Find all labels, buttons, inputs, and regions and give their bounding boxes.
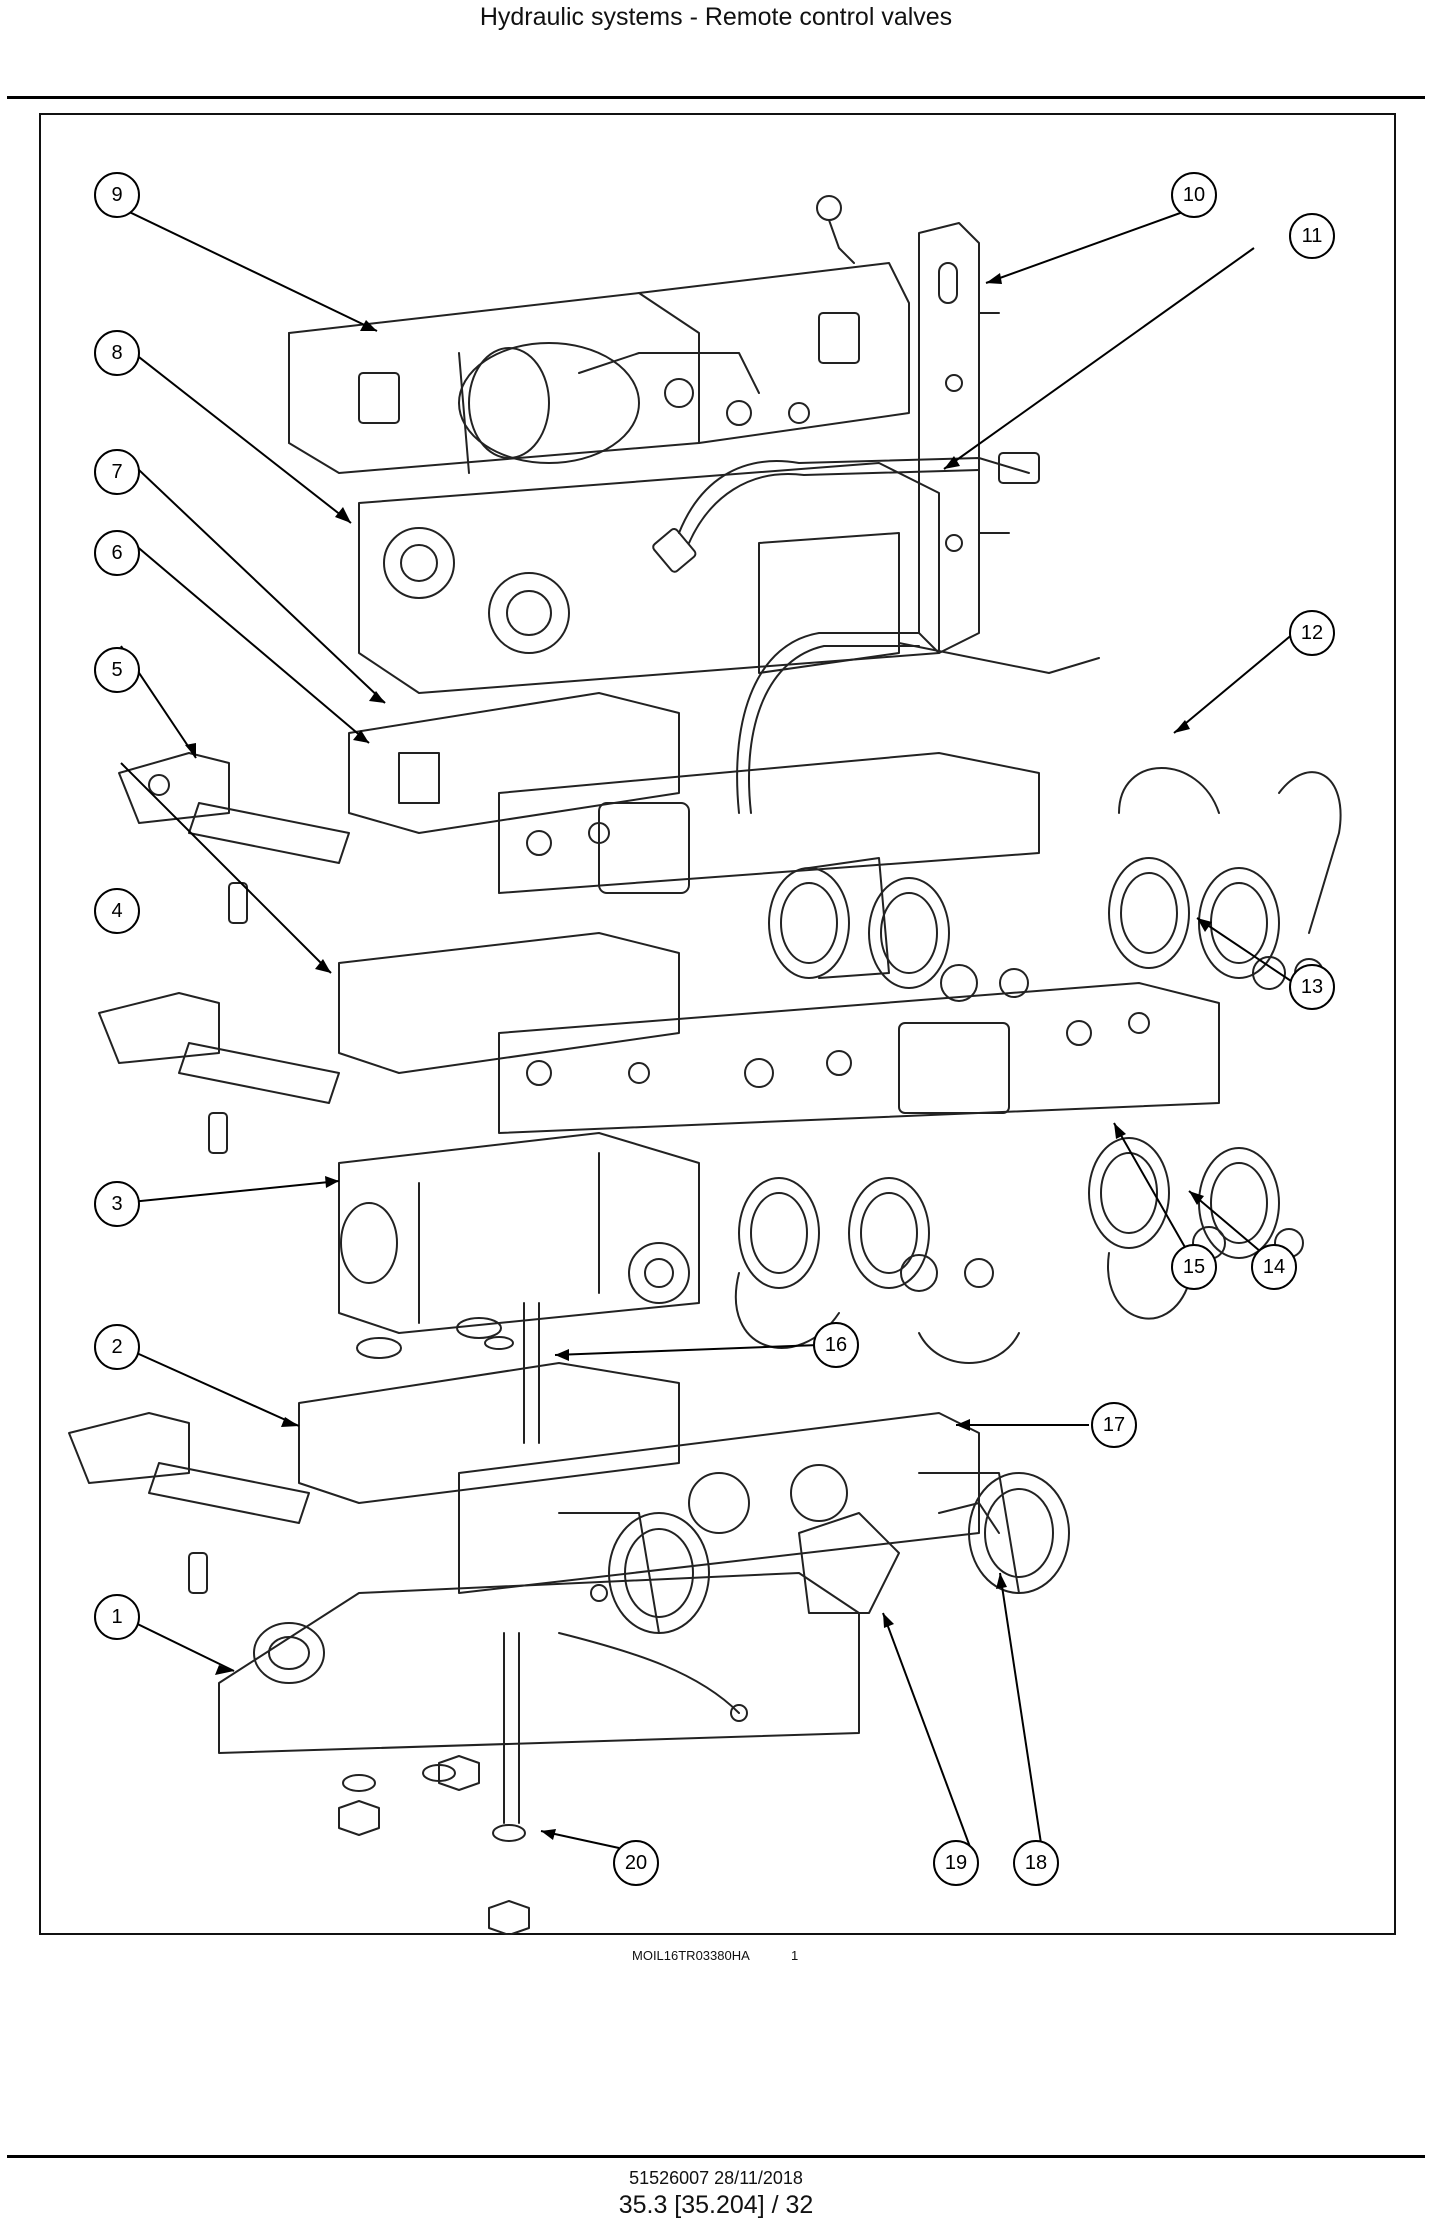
callout-2 (94, 1324, 140, 1370)
callout-label: 12 (1301, 622, 1323, 644)
callout-label: 13 (1301, 976, 1323, 998)
callout-17 (1091, 1402, 1137, 1448)
callout-13 (1289, 964, 1335, 1010)
callout-8 (94, 330, 140, 376)
page-header-title: Hydraulic systems - Remote control valve… (479, 3, 953, 31)
callout-4 (94, 888, 140, 934)
callout-label: 4 (111, 900, 122, 922)
callout-14 (1251, 1244, 1297, 1290)
quick-couplers-middle (734, 1137, 1304, 1364)
callout-leaders (120, 207, 1295, 1864)
callout-5 (94, 647, 140, 693)
callout-6 (94, 530, 140, 576)
valve-body-upper (358, 462, 940, 694)
callout-label: 9 (111, 184, 122, 206)
callout-circles (94, 172, 1335, 1886)
figure-code: MOIL16TR03380HA (632, 1948, 750, 1963)
callout-19 (933, 1840, 979, 1886)
callout-label: 17 (1103, 1414, 1125, 1436)
callout-20 (613, 1840, 659, 1886)
valve-module-middle (338, 1132, 700, 1359)
callout-label: 8 (111, 342, 122, 364)
valve-section-upper (118, 692, 1040, 894)
callout-label: 14 (1263, 1256, 1285, 1278)
figure-frame (39, 113, 1396, 1935)
valve-section-lower (68, 1362, 980, 1594)
callout-12 (1289, 610, 1335, 656)
page-reference: 35.3 [35.204] / 32 (618, 2191, 814, 2219)
quick-couplers-lower (558, 1472, 1070, 1634)
callout-9 (94, 172, 140, 218)
callout-3 (94, 1181, 140, 1227)
footer-rule (7, 2155, 1425, 2158)
document-reference: 51526007 28/11/2018 (629, 2168, 803, 2188)
callout-label: 3 (111, 1193, 122, 1215)
callout-1 (94, 1594, 140, 1640)
quick-couplers-upper (768, 767, 1342, 1002)
callout-label: 7 (111, 461, 122, 483)
callout-15 (1171, 1244, 1217, 1290)
base-plate (218, 1572, 860, 1754)
callout-label: 2 (111, 1336, 122, 1358)
callout-label: 15 (1183, 1256, 1205, 1278)
mounting-bracket (918, 222, 1010, 654)
header-rule (7, 96, 1425, 99)
hydraulic-pipes (652, 452, 1100, 814)
callout-label: 11 (1302, 225, 1323, 247)
callout-label: 6 (111, 542, 122, 564)
valve-assembly-illustration (68, 195, 1342, 1935)
callout-10 (1171, 172, 1217, 218)
figure-number: 1 (791, 1948, 799, 1963)
exploded-view-drawing: 1 2 3 4 5 6 7 8 9 10 11 12 13 14 15 16 1… (68, 172, 1342, 1935)
callout-11 (1289, 213, 1335, 259)
callout-7 (94, 449, 140, 495)
callout-label: 16 (825, 1334, 847, 1356)
tie-rods (484, 1302, 540, 1824)
callout-label: 20 (625, 1852, 647, 1874)
callout-label: 1 (111, 1606, 122, 1628)
solenoid-block-top (288, 195, 910, 474)
callout-18 (1013, 1840, 1059, 1886)
valve-section-middle (98, 932, 1220, 1134)
callout-label: 5 (111, 659, 122, 681)
callout-16 (813, 1322, 859, 1368)
callout-arrowheads (185, 273, 1212, 1840)
callout-labels: 1 2 3 4 5 6 7 8 9 10 11 12 13 14 15 16 1… (111, 184, 1323, 1874)
callout-label: 10 (1183, 184, 1205, 206)
callout-label: 18 (1025, 1852, 1047, 1874)
callout-label: 19 (945, 1852, 967, 1874)
nuts-and-washers (188, 882, 530, 1935)
